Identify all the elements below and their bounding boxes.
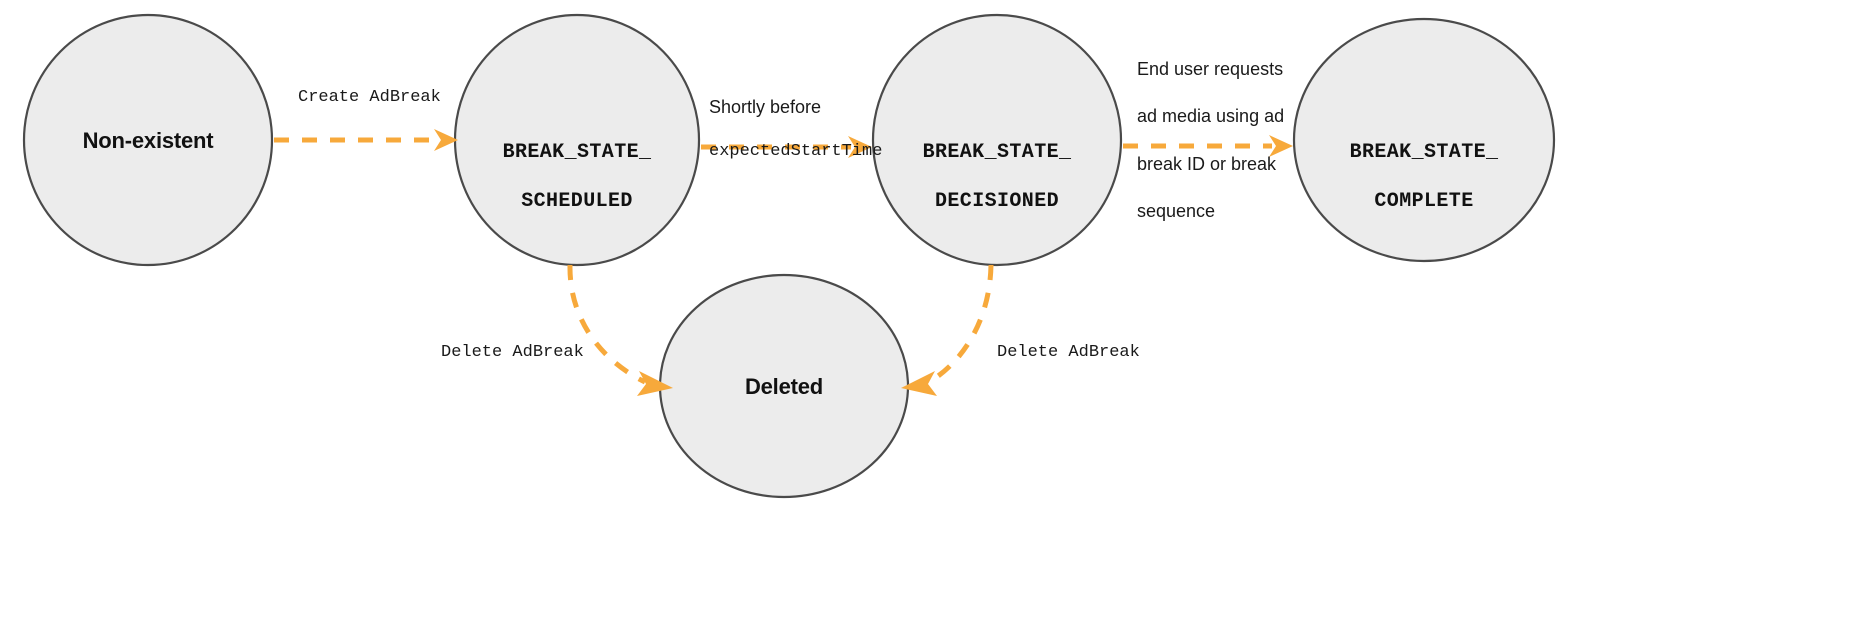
arrowhead-icon [848,136,872,158]
arrowhead-icon [434,129,458,151]
edge-delete-adbreak-from-decisioned[interactable] [901,264,994,396]
state-node-break-state-complete[interactable] [1292,17,1556,263]
state-node-non-existent[interactable] [22,13,274,267]
arrowhead-icon [901,371,937,396]
arrowhead-icon [637,371,673,396]
edge-delete-adbreak-from-scheduled[interactable] [567,264,673,396]
edge-create-adbreak[interactable] [274,129,458,151]
state-node-break-state-scheduled[interactable] [453,13,701,267]
edge-end-user-requests-ad-media[interactable] [1123,135,1293,157]
arrowhead-icon [1269,135,1293,157]
state-node-deleted[interactable] [658,273,910,499]
edge-shortly-before-expectedstarttime[interactable] [701,136,872,158]
state-node-break-state-decisioned[interactable] [871,13,1123,267]
